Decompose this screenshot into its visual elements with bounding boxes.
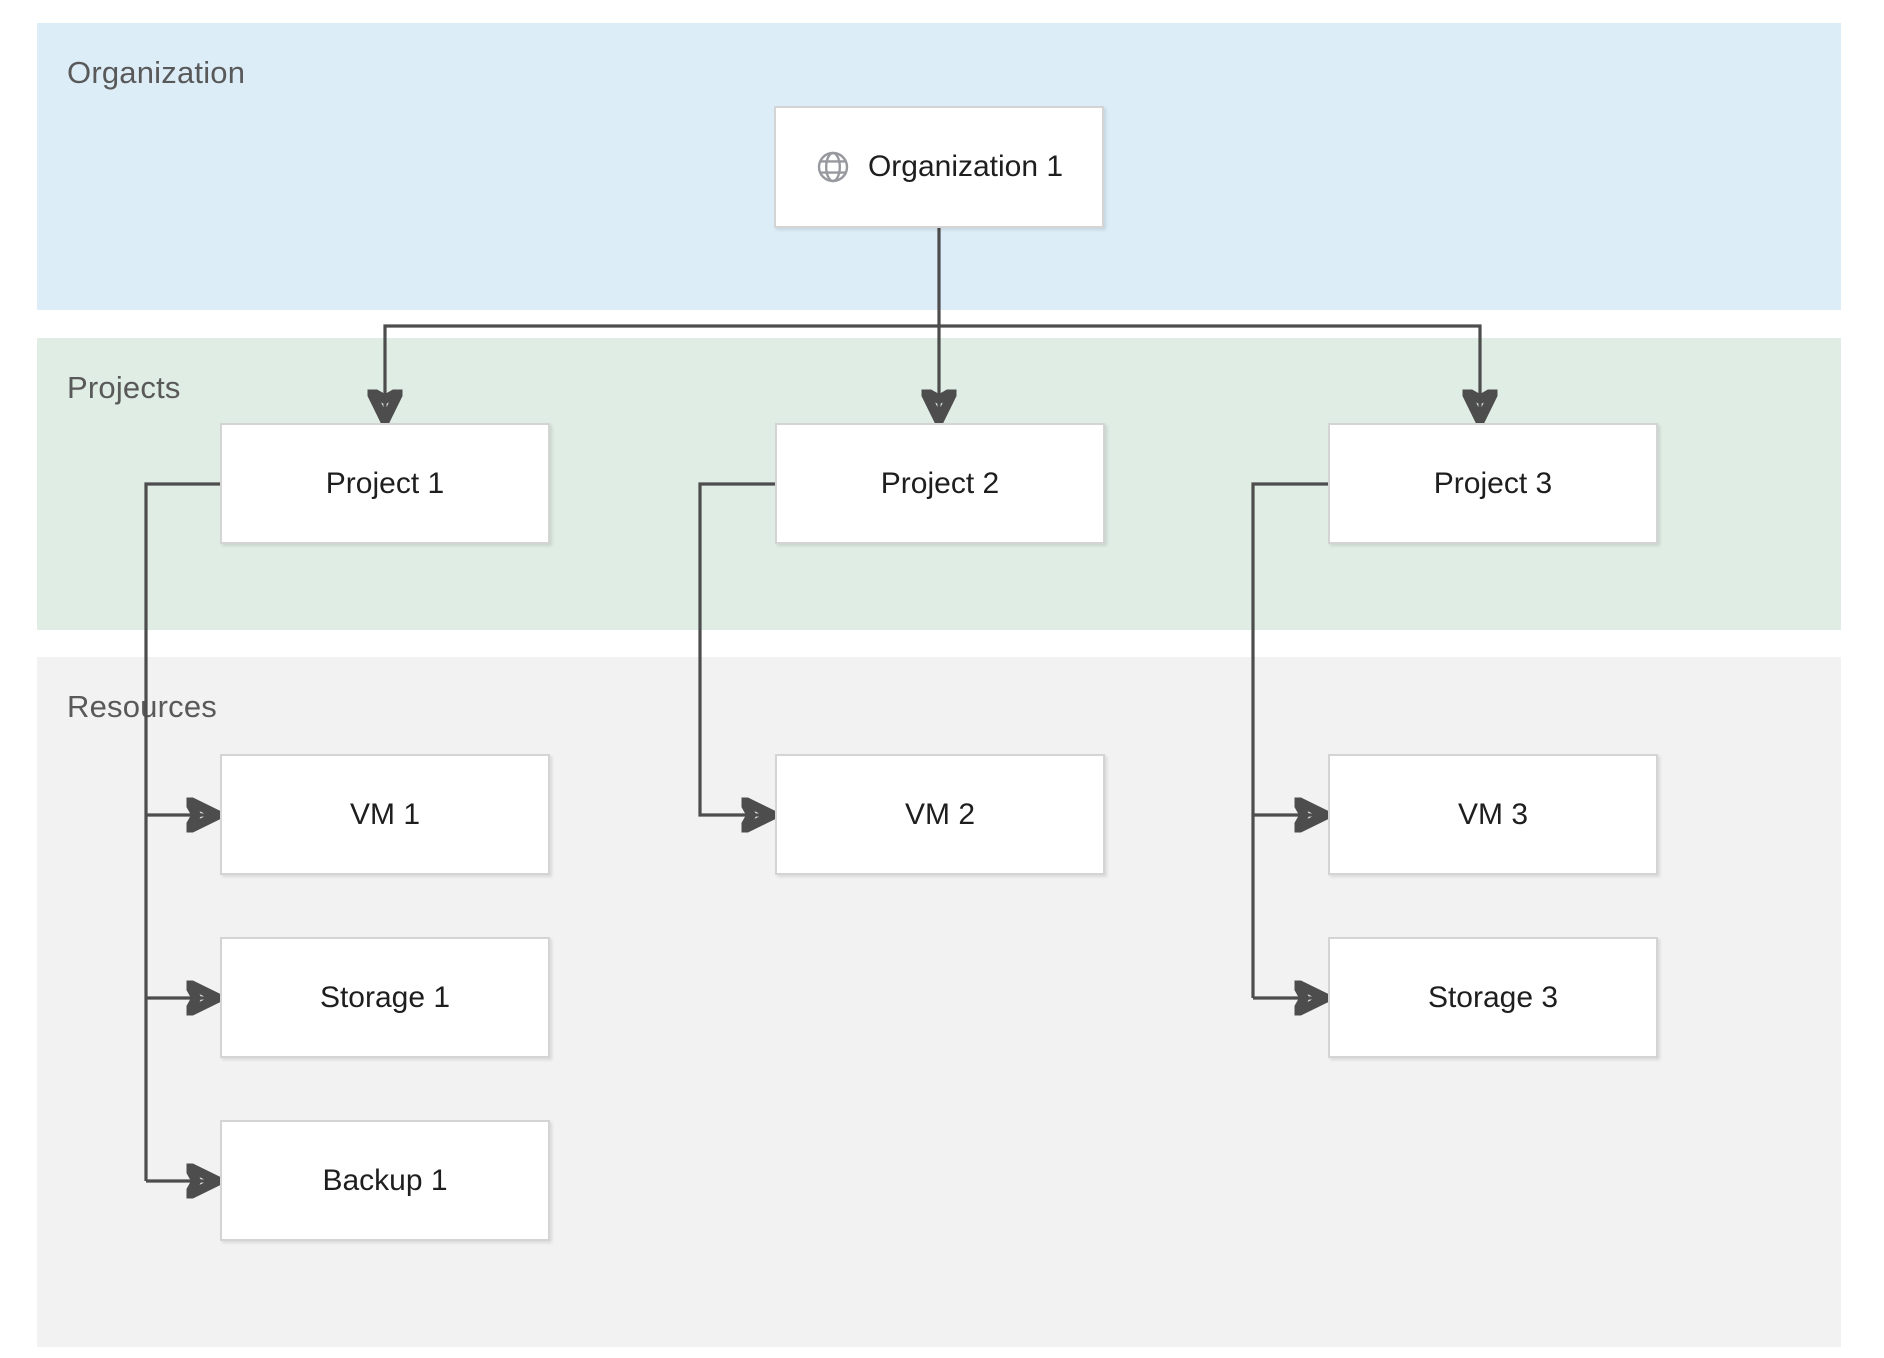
node-vm-3-label: VM 3 xyxy=(1457,797,1529,831)
node-backup-1: Backup 1 xyxy=(220,1120,550,1241)
node-vm-1: VM 1 xyxy=(220,754,550,875)
node-backup-1-label: Backup 1 xyxy=(322,1163,448,1197)
node-project-1: Project 1 xyxy=(220,423,550,544)
node-vm-2-label: VM 2 xyxy=(904,797,976,831)
organization-band-label: Organization xyxy=(67,55,246,90)
node-project-3-label: Project 3 xyxy=(1433,466,1553,500)
node-storage-3-label: Storage 3 xyxy=(1427,980,1559,1014)
node-project-1-label: Project 1 xyxy=(325,466,445,500)
node-project-3: Project 3 xyxy=(1328,423,1658,544)
node-vm-3: VM 3 xyxy=(1328,754,1658,875)
node-storage-1-label: Storage 1 xyxy=(319,980,451,1014)
node-vm-2: VM 2 xyxy=(775,754,1105,875)
node-organization-1-label: Organization 1 xyxy=(867,150,1064,183)
node-vm-1-label: VM 1 xyxy=(349,797,421,831)
node-storage-1: Storage 1 xyxy=(220,937,550,1058)
node-project-2-label: Project 2 xyxy=(880,466,1000,500)
node-project-2: Project 2 xyxy=(775,423,1105,544)
resources-band-label: Resources xyxy=(67,689,217,724)
projects-band-label: Projects xyxy=(67,370,181,405)
node-organization-1: Organization 1 xyxy=(774,106,1104,228)
node-storage-3: Storage 3 xyxy=(1328,937,1658,1058)
globe-icon xyxy=(817,151,849,183)
